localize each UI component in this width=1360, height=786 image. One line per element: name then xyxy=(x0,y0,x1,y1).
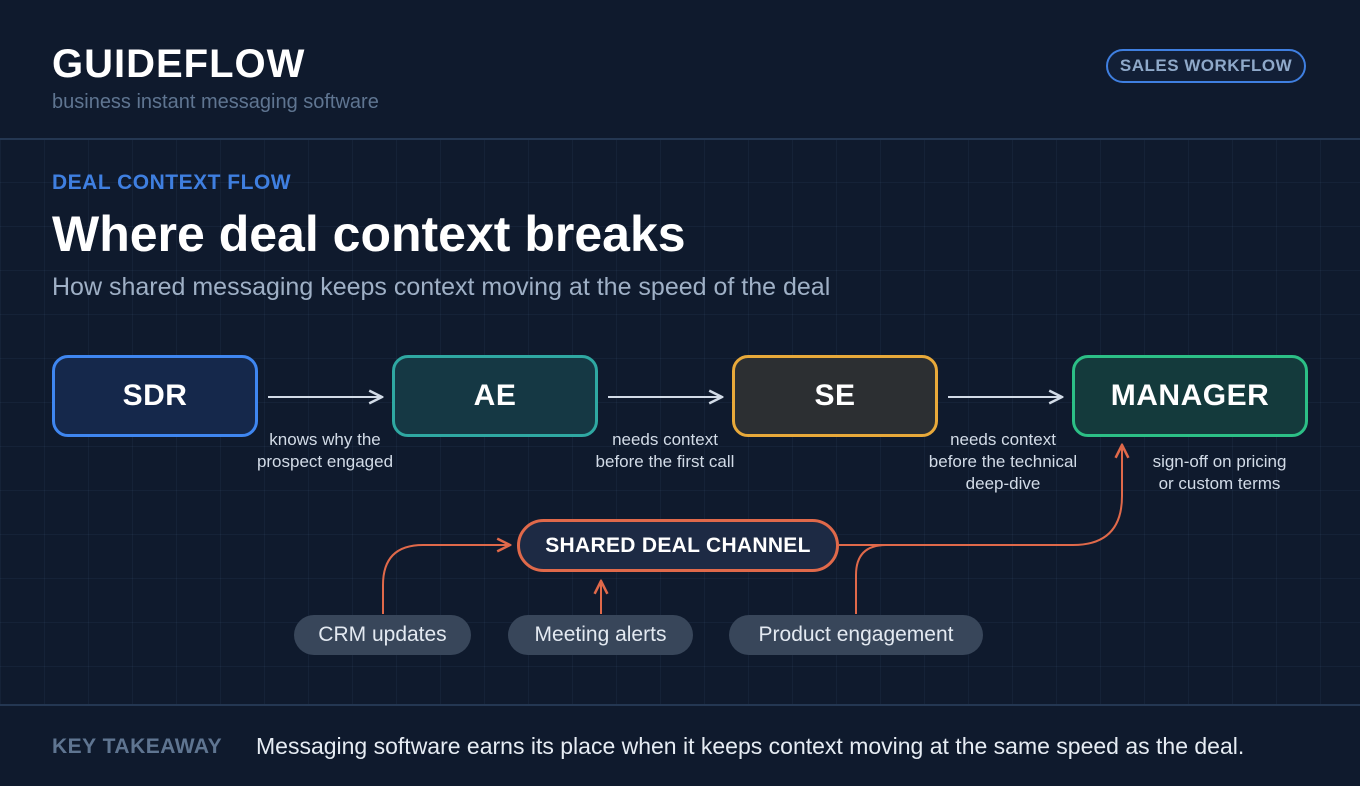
brand-subtitle: business instant messaging software xyxy=(52,91,379,113)
brand-logo: GUIDEFLOW xyxy=(52,42,306,86)
source-meeting-alerts: Meeting alerts xyxy=(508,615,693,655)
connector-product-engagement xyxy=(855,544,887,614)
source-product-engagement: Product engagement xyxy=(729,615,983,655)
key-takeaway-text: Messaging software earns its place when … xyxy=(256,733,1245,759)
footer-bar xyxy=(0,704,1360,786)
arrow-channel-to-manager xyxy=(839,445,1122,546)
sales-workflow-badge: SALES WORKFLOW xyxy=(1106,49,1306,83)
section-eyebrow: DEAL CONTEXT FLOW xyxy=(52,171,292,194)
page-subtitle: How shared messaging keeps context movin… xyxy=(52,273,831,301)
shared-deal-channel: SHARED DEAL CHANNEL xyxy=(517,519,839,572)
node-ae: AE xyxy=(392,355,598,437)
node-manager: MANAGER xyxy=(1072,355,1308,437)
page-title: Where deal context breaks xyxy=(52,206,686,262)
node-se: SE xyxy=(732,355,938,437)
arrow-crm-to-channel xyxy=(382,545,510,614)
source-crm-updates: CRM updates xyxy=(294,615,471,655)
key-takeaway-label: KEY TAKEAWAY xyxy=(52,735,223,758)
node-sdr: SDR xyxy=(52,355,258,437)
